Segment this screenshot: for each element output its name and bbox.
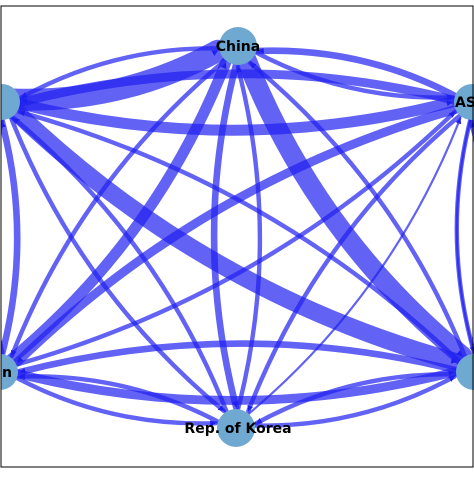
edge-japan-to-right (6, 367, 459, 405)
node-left (1, 84, 20, 120)
edge-layer (1, 39, 474, 428)
edge-asean-to-japan (12, 103, 467, 367)
edge-right-to-china (248, 60, 470, 366)
node-asean (454, 84, 474, 120)
edge-japan-to-left (1, 118, 21, 365)
edge-asean-to-left (17, 69, 466, 107)
plot-frame (0, 5, 474, 468)
edge-korea-to-left (11, 116, 232, 421)
edge-china-to-japan (9, 53, 234, 358)
edge-japan-to-asean (7, 109, 457, 369)
edge-china-to-korea (210, 54, 242, 411)
edge-right-to-left (17, 109, 467, 369)
edge-korea-to-japan (17, 373, 228, 428)
edge-asean-to-china (255, 47, 465, 103)
edge-asean-to-right (455, 111, 474, 354)
edge-right-to-korea (254, 371, 466, 426)
edge-japan-to-korea (8, 372, 218, 427)
edge-right-to-japan (16, 340, 467, 376)
node-right (456, 354, 474, 390)
edge-asean-to-korea (246, 108, 468, 414)
edge-left-to-asean (7, 96, 458, 136)
edge-korea-to-right (244, 374, 457, 428)
node-label-china: China (216, 39, 260, 55)
node-korea (217, 409, 255, 447)
edge-china-to-left (19, 46, 230, 100)
node-label-japan: n (2, 365, 12, 381)
node-label-asean: AS (455, 95, 474, 111)
edge-japan-to-china (1, 57, 232, 369)
edge-left-to-korea (6, 108, 226, 414)
edge-korea-to-china (233, 64, 263, 419)
edge-china-to-asean (246, 46, 455, 101)
node-japan (1, 354, 18, 390)
node-label-korea: Rep. of Korea (184, 421, 291, 437)
edge-korea-to-asean (241, 117, 462, 420)
edge-china-to-right (234, 45, 473, 366)
node-china (219, 27, 257, 65)
edge-left-to-right (2, 98, 466, 371)
